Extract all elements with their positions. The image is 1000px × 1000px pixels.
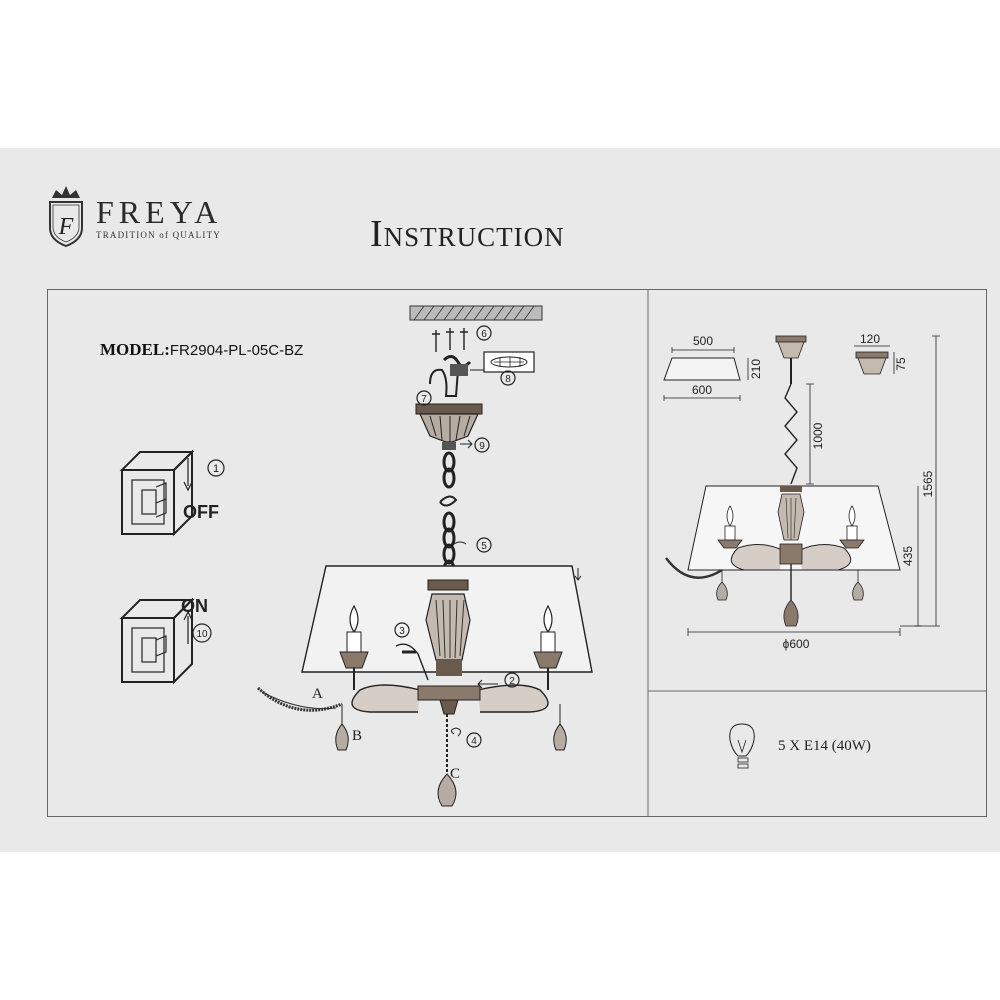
assembly-arrows-icon	[450, 439, 582, 737]
model-label: MODEL:	[100, 340, 170, 359]
canopy-icon	[415, 403, 483, 450]
brand-name: FREYA	[96, 194, 223, 230]
dim-shade-height: 210	[749, 359, 763, 379]
on-label: ON	[181, 596, 208, 616]
part-letter-c: C	[450, 766, 460, 782]
candle-left-icon	[339, 604, 369, 690]
fixture-dimension-drawing	[665, 335, 940, 636]
candle-right-icon	[533, 604, 563, 690]
wall-switch-off-icon	[119, 449, 195, 537]
chandelier-arms-icon	[351, 684, 549, 715]
ceiling-hatch-icon	[409, 305, 543, 321]
step-1-marker: 1	[207, 459, 225, 477]
wall-switch-on-icon	[119, 597, 195, 685]
step-9-marker: 9	[474, 437, 490, 453]
step-10-marker: 10	[192, 623, 212, 643]
central-urn-icon	[425, 579, 471, 676]
part-letter-b: B	[352, 728, 362, 744]
svg-text:4: 4	[471, 736, 477, 747]
svg-text:1: 1	[213, 463, 219, 475]
off-label: OFF	[183, 502, 219, 522]
svg-text:3: 3	[399, 626, 405, 637]
step-3-marker: 3	[394, 622, 410, 638]
step-8-marker: 8	[500, 370, 516, 386]
dim-canopy-height: 75	[894, 357, 908, 371]
dim-diameter: ϕ600	[783, 637, 810, 651]
step-7-marker: 7	[416, 390, 432, 406]
dim-chain-length: 1000	[811, 422, 825, 449]
chain-icon	[439, 451, 458, 581]
logo-letter: F	[58, 214, 74, 240]
diagram-frame	[47, 289, 987, 817]
svg-text:9: 9	[479, 441, 485, 452]
shade-dimension-drawing	[663, 347, 749, 401]
bulb-spec: 5 X E14 (40W)	[778, 738, 871, 754]
step-2-marker: 2	[504, 672, 520, 688]
brand-tagline: TRADITION of QUALITY	[96, 230, 221, 240]
mounting-screws-icon	[432, 328, 472, 368]
model-line: MODEL:FR2904-PL-05C-BZ	[100, 340, 303, 360]
page-title: Instruction	[370, 213, 565, 255]
svg-text:5: 5	[481, 541, 487, 552]
step-5-marker: 5	[476, 537, 492, 553]
dim-shade-bottom: 600	[692, 383, 712, 397]
svg-text:6: 6	[481, 329, 487, 340]
bead-swag-inner-icon	[261, 691, 337, 710]
dim-total-height: 1565	[921, 470, 935, 497]
svg-text:7: 7	[421, 394, 427, 405]
dim-canopy-width: 120	[860, 332, 880, 346]
crystal-drop-center-icon	[437, 714, 457, 807]
svg-text:8: 8	[505, 374, 511, 385]
wire-connector-icon	[395, 643, 429, 681]
crystal-drop-left-icon	[335, 704, 349, 751]
step-4-marker: 4	[466, 732, 482, 748]
canopy-dimension-drawing	[854, 345, 895, 375]
model-number: FR2904-PL-05C-BZ	[169, 342, 304, 359]
part-letter-a: A	[312, 686, 323, 702]
svg-text:2: 2	[509, 676, 515, 687]
step-6-marker: 6	[476, 325, 492, 341]
bulb-icon	[729, 723, 755, 769]
crystal-drop-right-icon	[553, 704, 567, 751]
dim-shade-top: 500	[693, 334, 713, 348]
bead-swag-icon	[257, 686, 343, 712]
dim-body-height: 435	[901, 546, 915, 566]
svg-text:10: 10	[196, 629, 208, 640]
mounting-bracket-icon	[429, 364, 496, 397]
terminal-block-icon	[483, 351, 535, 373]
crest-icon: F	[49, 186, 83, 248]
